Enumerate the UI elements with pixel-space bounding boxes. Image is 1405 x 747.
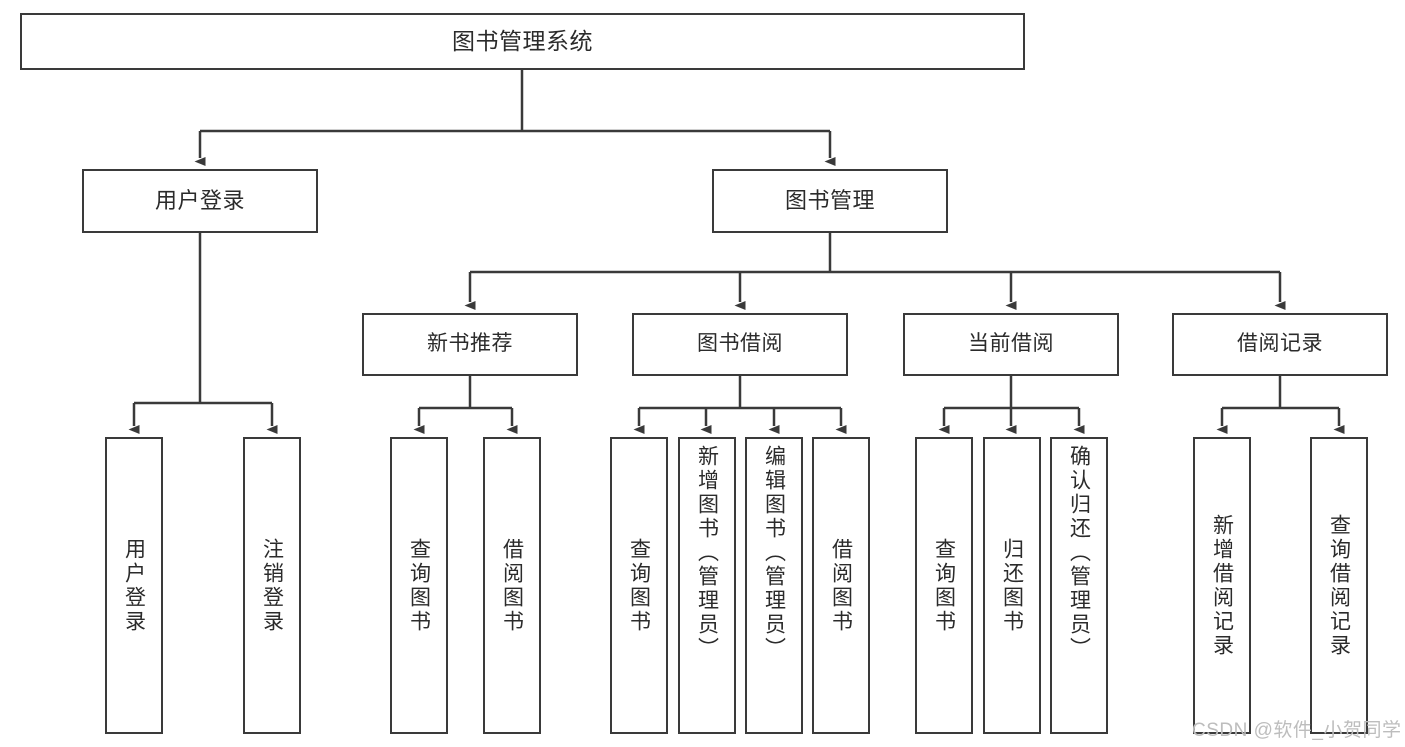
node-leaf-confirm-return[interactable]: 确认归还（管理员） [1050,437,1108,734]
node-label: 查询图书 [407,537,431,634]
node-label: 用户登录 [154,188,245,214]
node-label: 用户登录 [122,537,146,634]
node-borrow-record[interactable]: 借阅记录 [1172,313,1388,376]
node-book-borrow[interactable]: 图书借阅 [632,313,848,376]
node-leaf-borrow-book-recommend[interactable]: 借阅图书 [483,437,541,734]
node-label: 借阅图书 [829,537,853,634]
node-leaf-query-book-borrow[interactable]: 查询图书 [610,437,668,734]
node-label: 确认归还（管理员） [1067,445,1091,661]
node-label: 编辑图书（管理员） [762,445,786,661]
node-leaf-add-book[interactable]: 新增图书（管理员） [678,437,736,734]
node-root-book-management-system[interactable]: 图书管理系统 [20,13,1025,70]
node-leaf-borrow-book[interactable]: 借阅图书 [812,437,870,734]
node-user-login[interactable]: 用户登录 [82,169,318,233]
node-label: 注销登录 [260,537,284,634]
node-book-management[interactable]: 图书管理 [712,169,948,233]
node-current-borrow[interactable]: 当前借阅 [903,313,1119,376]
node-leaf-user-logout[interactable]: 注销登录 [243,437,301,734]
node-label: 查询图书 [627,537,651,634]
node-label: 新增图书（管理员） [695,445,719,661]
node-leaf-query-borrow-record[interactable]: 查询借阅记录 [1310,437,1368,734]
node-label: 新增借阅记录 [1210,513,1234,658]
node-new-book-recommend[interactable]: 新书推荐 [362,313,578,376]
node-leaf-query-book-recommend[interactable]: 查询图书 [390,437,448,734]
node-label: 当前借阅 [968,332,1054,356]
node-label: 图书管理系统 [452,28,593,55]
node-label: 借阅图书 [500,537,524,634]
node-label: 归还图书 [1000,537,1024,634]
node-leaf-edit-book[interactable]: 编辑图书（管理员） [745,437,803,734]
node-label: 图书管理 [784,188,875,214]
node-label: 图书借阅 [697,332,783,356]
node-leaf-query-book-current[interactable]: 查询图书 [915,437,973,734]
node-label: 借阅记录 [1237,332,1323,356]
node-leaf-user-login[interactable]: 用户登录 [105,437,163,734]
node-leaf-return-book[interactable]: 归还图书 [983,437,1041,734]
node-label: 查询图书 [932,537,956,634]
node-label: 新书推荐 [427,332,513,356]
node-label: 查询借阅记录 [1327,513,1351,658]
node-leaf-add-borrow-record[interactable]: 新增借阅记录 [1193,437,1251,734]
watermark-text: CSDN @软件_小贺同学 [1192,720,1402,741]
